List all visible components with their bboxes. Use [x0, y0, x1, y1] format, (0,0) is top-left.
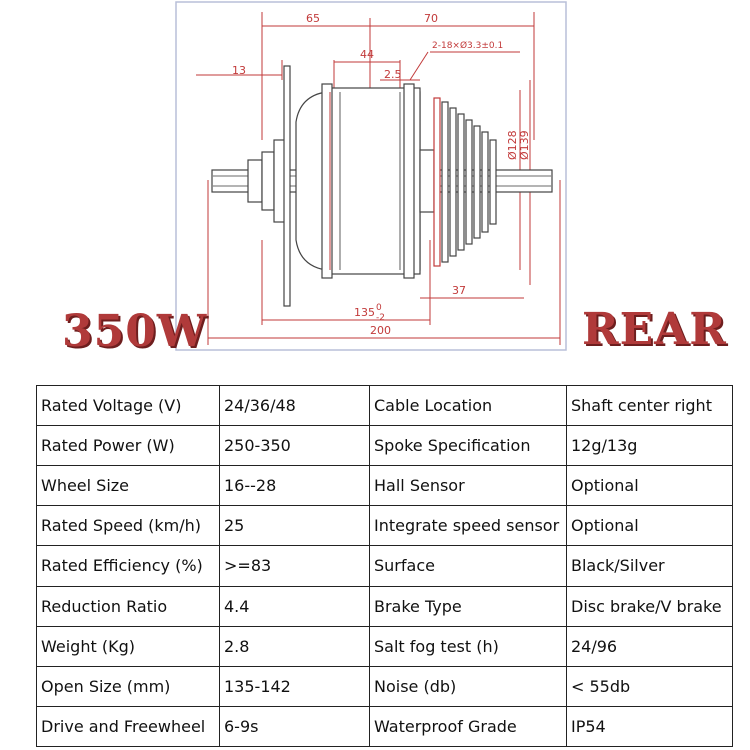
spec-value: 24/96 — [566, 625, 733, 667]
spec-value: 16--28 — [219, 465, 370, 507]
spec-value: 6-9s — [219, 705, 370, 748]
hub-motor-drawing: 65 70 44 13 2.5 2-18×Ø3.3±0.1 Ø128 Ø139 … — [175, 1, 567, 351]
dim-2-5: 2.5 — [384, 68, 402, 81]
spec-label: Rated Efficiency (%) — [36, 545, 220, 587]
spec-value: 250-350 — [219, 425, 370, 467]
position-title: REAR — [582, 304, 727, 355]
spec-label: Weight (Kg) — [36, 625, 220, 667]
spec-label: Salt fog test (h) — [369, 625, 567, 667]
spec-label: Rated Speed (km/h) — [36, 505, 220, 547]
spec-label: Noise (db) — [369, 665, 567, 707]
spec-value: 4.4 — [219, 585, 370, 627]
spec-value: 135-142 — [219, 665, 370, 707]
spec-value: < 55db — [566, 665, 733, 707]
spec-value: 24/36/48 — [219, 384, 370, 427]
spec-value: 2.8 — [219, 625, 370, 667]
spec-value: Optional — [566, 465, 733, 507]
table-row: Rated Efficiency (%) >=83 Surface Black/… — [36, 545, 733, 587]
spec-value: IP54 — [566, 705, 733, 748]
spec-label: Rated Voltage (V) — [36, 384, 220, 427]
spec-value: 12g/13g — [566, 425, 733, 467]
dim-135-tol-lower: -2 — [376, 313, 385, 323]
dim-135: 135 — [354, 306, 375, 319]
power-title: 350W — [62, 306, 208, 357]
dim-65: 65 — [306, 12, 320, 25]
spec-value: >=83 — [219, 545, 370, 587]
table-row: Rated Voltage (V) 24/36/48 Cable Locatio… — [36, 384, 733, 427]
spec-label: Spoke Specification — [369, 425, 567, 467]
spec-table: Rated Voltage (V) 24/36/48 Cable Locatio… — [36, 384, 733, 748]
spec-label: Rated Power (W) — [36, 425, 220, 467]
spec-value: Black/Silver — [566, 545, 733, 587]
dim-holes: 2-18×Ø3.3±0.1 — [432, 40, 503, 51]
table-row: Drive and Freewheel 6-9s Waterproof Grad… — [36, 705, 733, 748]
table-row: Reduction Ratio 4.4 Brake Type Disc brak… — [36, 585, 733, 627]
spec-value: 25 — [219, 505, 370, 547]
dim-13: 13 — [232, 64, 246, 77]
table-row: Wheel Size 16--28 Hall Sensor Optional — [36, 465, 733, 507]
table-row: Weight (Kg) 2.8 Salt fog test (h) 24/96 — [36, 625, 733, 667]
dim-200: 200 — [370, 324, 391, 337]
table-row: Rated Power (W) 250-350 Spoke Specificat… — [36, 425, 733, 467]
spec-label: Integrate speed sensor — [369, 505, 567, 547]
spec-label: Waterproof Grade — [369, 705, 567, 748]
spec-value: Disc brake/V brake — [566, 585, 733, 627]
spec-label: Open Size (mm) — [36, 665, 220, 707]
spec-value: Optional — [566, 505, 733, 547]
table-row: Open Size (mm) 135-142 Noise (db) < 55db — [36, 665, 733, 707]
spec-label: Cable Location — [369, 384, 567, 427]
spec-label: Surface — [369, 545, 567, 587]
spec-label: Hall Sensor — [369, 465, 567, 507]
dim-70: 70 — [424, 12, 438, 25]
table-row: Rated Speed (km/h) 25 Integrate speed se… — [36, 505, 733, 547]
spec-label: Drive and Freewheel — [36, 705, 220, 748]
spec-label: Brake Type — [369, 585, 567, 627]
dim-135-tol-upper: 0 — [376, 303, 382, 313]
spec-label: Wheel Size — [36, 465, 220, 507]
dim-37: 37 — [452, 284, 466, 297]
spec-value: Shaft center right — [566, 384, 733, 427]
dim-44: 44 — [360, 48, 374, 61]
dim-phi139: Ø139 — [518, 130, 531, 160]
dim-phi128: Ø128 — [506, 130, 519, 160]
spec-label: Reduction Ratio — [36, 585, 220, 627]
